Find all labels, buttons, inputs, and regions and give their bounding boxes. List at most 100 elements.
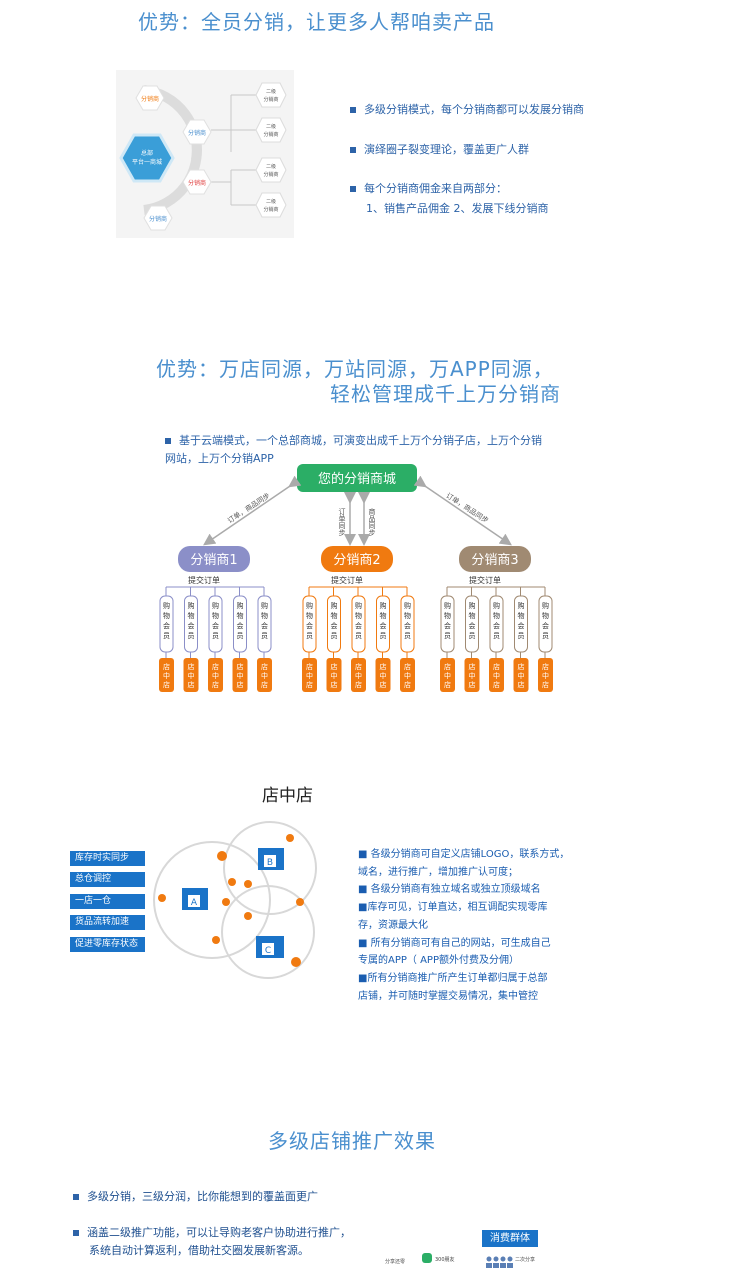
ball-icon bbox=[291, 957, 301, 967]
cloud-structure-diagram: 您的分销商城 订单，商品同步 订单，商品同步 订单同步 商品同步 分销商1提交订… bbox=[159, 464, 553, 692]
distributor-2-box bbox=[321, 546, 393, 572]
shirt-icon bbox=[217, 851, 227, 861]
s3-bullets: ■ 各级分销商可自定义店铺LOGO，联系方式， 域名，进行推广，增加推广认可度；… bbox=[358, 849, 570, 1002]
shop-box bbox=[400, 658, 415, 692]
svg-text:订单，商品同步: 订单，商品同步 bbox=[226, 491, 272, 525]
svg-text:总部: 总部 bbox=[141, 149, 153, 157]
section1-heading: 优势：全员分销，让更多人帮咱卖产品 bbox=[138, 10, 495, 34]
member-label: 员 bbox=[493, 632, 500, 640]
svg-text:分销商: 分销商 bbox=[263, 171, 278, 178]
shop-label: 店 bbox=[380, 662, 387, 671]
side-tag-5: 促进零库存状态 bbox=[70, 937, 145, 952]
svg-text:二级: 二级 bbox=[266, 163, 276, 170]
svg-text:商品同步: 商品同步 bbox=[368, 507, 376, 537]
svg-text:订单，商品同步: 订单，商品同步 bbox=[444, 491, 490, 525]
shop-label: 中 bbox=[331, 671, 338, 680]
svg-text:二级: 二级 bbox=[266, 198, 276, 205]
shop-label: 中 bbox=[469, 671, 476, 680]
member-label: 会 bbox=[380, 621, 387, 630]
svg-text:平台一商城: 平台一商城 bbox=[132, 158, 162, 166]
shop-label: 中 bbox=[306, 671, 313, 680]
shop-label: 店 bbox=[188, 680, 195, 689]
s2-intro: 基于云端模式，一个总部商城，可演变出成千上万个分销子店，上万个分销网站，上万个分… bbox=[165, 434, 542, 465]
side-tag-1: 库存时实同步 bbox=[70, 851, 145, 866]
member-label: 物 bbox=[212, 611, 219, 620]
shop-label: 店 bbox=[493, 680, 500, 689]
shop-box bbox=[208, 658, 223, 692]
shop-label: 中 bbox=[380, 671, 387, 680]
svg-text:分销商: 分销商 bbox=[141, 95, 159, 103]
consumer-group-badge: 消费群体 bbox=[482, 1230, 538, 1247]
member-label: 会 bbox=[493, 621, 500, 630]
member-label: 员 bbox=[212, 632, 219, 640]
member-label: 会 bbox=[542, 621, 549, 630]
member-label: 会 bbox=[404, 621, 411, 630]
share-label: 分享还零 bbox=[385, 1259, 406, 1265]
shop-label: 店 bbox=[518, 680, 525, 689]
shop-label: 中 bbox=[355, 671, 362, 680]
shop-label: 中 bbox=[518, 671, 525, 680]
shop-label: 店 bbox=[188, 662, 195, 671]
shop-label: 店 bbox=[261, 680, 268, 689]
member-label: 购 bbox=[518, 601, 525, 610]
member-label: 员 bbox=[237, 632, 244, 640]
shop-box bbox=[464, 658, 480, 692]
member-label: 物 bbox=[404, 611, 411, 620]
s1-bullet-sub: 1、销售产品佣金 2、发展下线分销商 bbox=[366, 202, 549, 215]
shop-label: 店 bbox=[212, 662, 219, 671]
shop-label: 店 bbox=[404, 680, 411, 689]
member-label: 物 bbox=[188, 611, 195, 620]
lipstick-icon bbox=[286, 834, 294, 842]
svg-text:分销商: 分销商 bbox=[263, 131, 278, 138]
s4-bullet-2: 涵盖二级推广功能，可以让导购老客户协助进行推广，系统自动计算返利，借助社交圈发展… bbox=[73, 1224, 351, 1260]
member-label: 员 bbox=[518, 632, 525, 640]
member-label: 物 bbox=[237, 611, 244, 620]
shop-box bbox=[257, 658, 272, 692]
member-label: 会 bbox=[261, 621, 268, 630]
member-label: 物 bbox=[444, 611, 451, 620]
distributor-3-box bbox=[459, 546, 531, 572]
shop-label: 店 bbox=[355, 680, 362, 689]
shop-label: 店 bbox=[306, 662, 313, 671]
member-label: 物 bbox=[306, 611, 313, 620]
member-label: 购 bbox=[261, 601, 268, 610]
shop-label: 中 bbox=[261, 671, 268, 680]
shop-label: 店 bbox=[261, 662, 268, 671]
shop-label: 中 bbox=[542, 671, 549, 680]
member-label: 会 bbox=[212, 621, 219, 630]
shop-label: 中 bbox=[163, 671, 170, 680]
member-label: 员 bbox=[188, 632, 195, 640]
svg-text:分销商: 分销商 bbox=[149, 215, 167, 223]
shop-label: 中 bbox=[493, 671, 500, 680]
shop-box bbox=[538, 658, 553, 692]
distributor-1-label: 分销商1 bbox=[190, 553, 237, 568]
shop-box bbox=[232, 658, 248, 692]
dress-icon bbox=[222, 898, 230, 906]
shop-label: 中 bbox=[444, 671, 451, 680]
member-label: 会 bbox=[518, 621, 525, 630]
shop-label: 店 bbox=[331, 680, 338, 689]
member-label: 购 bbox=[212, 601, 219, 610]
side-tag-4: 货品流转加速 bbox=[70, 915, 145, 930]
member-label: 购 bbox=[331, 601, 338, 610]
member-label: 员 bbox=[163, 632, 170, 640]
distribution-diagram: 总部 平台一商城 分销商 分销商 分销商 分销商 二级 分销商 二级 分销商 二… bbox=[116, 70, 294, 238]
s1-bullet-3: 每个分销商佣金来自两部分： bbox=[350, 180, 507, 198]
svg-text:分销商: 分销商 bbox=[188, 129, 206, 137]
member-label: 员 bbox=[404, 632, 411, 640]
shop-circles-diagram: A B C bbox=[153, 821, 317, 979]
member-label: 物 bbox=[380, 611, 387, 620]
member-label: 会 bbox=[469, 621, 476, 630]
shop-box bbox=[440, 658, 455, 692]
friends-label: 300朋友 bbox=[435, 1257, 455, 1263]
boot-icon bbox=[244, 880, 252, 888]
member-label: 购 bbox=[404, 601, 411, 610]
distributor-2-label: 分销商2 bbox=[333, 553, 380, 568]
member-label: 员 bbox=[380, 632, 387, 640]
shop-box bbox=[513, 658, 529, 692]
shop-label: 店 bbox=[331, 662, 338, 671]
shop-label: 店 bbox=[518, 662, 525, 671]
member-label: 会 bbox=[331, 621, 338, 630]
section2-heading-line1: 优势：万店同源，万站同源，万APP同源， bbox=[156, 357, 554, 381]
mall-box bbox=[297, 464, 417, 492]
